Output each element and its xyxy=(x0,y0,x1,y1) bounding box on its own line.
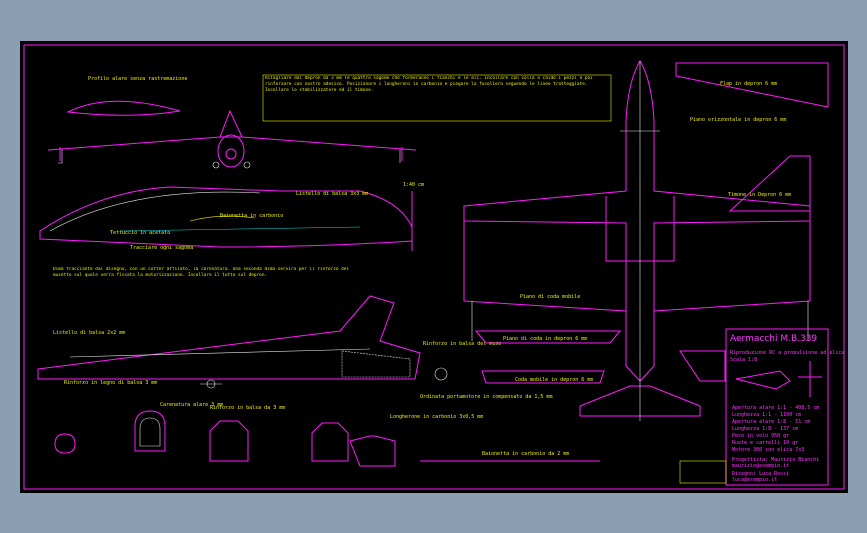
revision-table xyxy=(679,460,727,484)
credit-1: maurizio@esempio.it xyxy=(732,463,789,469)
spec-6: Motore 380 con elica 7x3 xyxy=(732,447,804,453)
wing-pieces: Piano di coda in depron 6 mm Coda mobile… xyxy=(474,330,622,384)
profile-side-view: Rinforzo in legno di balsa 3 mm Listello… xyxy=(37,295,552,420)
credit-0: Progettista: Maurizio Bianchi xyxy=(732,457,819,463)
caption-9: Listello di balsa 2x2 mm xyxy=(53,330,125,336)
top-view: Piano di coda mobile xyxy=(463,60,811,421)
spec-2: Apertura alare 1:8 - 51 cm xyxy=(732,419,810,425)
spec-0: Apertura alare 1:1 - 408,5 cm xyxy=(732,405,819,411)
credit-2: Disegno: Luca Rossi xyxy=(732,471,789,477)
sheet-border xyxy=(23,44,845,490)
caption-14: Piano di coda mobile xyxy=(520,294,580,300)
bottom-note-text: Dima tracciante dal disegno, con un cutt… xyxy=(53,267,350,278)
main-note-text: Ritagliare dal depron da 3 mm le quattro… xyxy=(265,76,593,93)
insert-label: Baionetta in carbonio xyxy=(220,213,283,219)
cad-drawing-sheet: Profilo alare senza rastremazione Ritagl… xyxy=(20,41,848,493)
spec-3: Lunghezza 1:8 - 137 cm xyxy=(732,426,798,432)
caption-12: Rinforzo in balsa da 3 mm xyxy=(210,405,285,411)
caption-10: Longherone in carbonio 3x0,5 mm xyxy=(390,414,483,420)
angle-label: 1:40 cm xyxy=(403,182,424,188)
spec-4: Peso in volo 950 gr xyxy=(732,433,789,439)
caption-4: Piano orizzontale in depron 6 mm xyxy=(690,117,786,123)
main-note-box xyxy=(262,74,612,122)
spec-5: Ruote e carrelli 10 gr xyxy=(732,440,798,446)
caption-13: Baionetta in carbonio da 2 mm xyxy=(482,451,569,457)
caption-11: Carenatura alare 3 mm xyxy=(160,402,223,408)
title-subtitle-2: Scala 1:8 xyxy=(730,357,757,363)
title-name: Aermacchi M.B.339 xyxy=(730,334,817,344)
caption-6: Coda mobile in depron 6 mm xyxy=(515,377,593,383)
wing-rib-profile xyxy=(66,100,181,116)
credit-list: Progettista: Maurizio Bianchi maurizio@e… xyxy=(732,457,819,483)
cockpit-label: Tettuccio in acetato xyxy=(110,230,170,236)
title-frame xyxy=(725,328,829,486)
side-view-fuselage: Listello di balsa 3x3 mm Baionetta in ca… xyxy=(39,182,424,251)
caption-1: Timone in Depron 6 mm xyxy=(728,192,791,198)
stations-label: Tracciare ogni sagoma xyxy=(130,245,193,251)
caption-7: Rinforzo in balsa del muso xyxy=(423,341,501,347)
rib-label: Profilo alare senza rastremazione xyxy=(88,76,187,82)
caption-3: Flap in depron 6 mm xyxy=(720,81,777,87)
spec-list: Apertura alare 1:1 - 408,5 cm Lunghezza … xyxy=(732,405,819,453)
front-view xyxy=(47,109,417,169)
section-views: Baionetta in carbonio da 2 mm xyxy=(54,410,600,467)
caption-5: Rinforzo in legno di balsa 3 mm xyxy=(64,380,157,386)
right-flap-parts: Flap in depron 6 mm Piano orizzontale in… xyxy=(675,62,829,382)
cad-drawing: Profilo alare senza rastremazione Ritagl… xyxy=(23,44,845,490)
title-block: Aermacchi M.B.339 Riproduzione RC a prop… xyxy=(679,328,844,486)
caption-8: Ordinata portamotore in compensato da 1,… xyxy=(420,394,552,400)
balsa-label: Listello di balsa 3x3 mm xyxy=(296,191,368,197)
credit-3: luca@esempio.it xyxy=(732,477,777,483)
spec-1: Lunghezza 1:1 - 1100 cm xyxy=(732,412,801,418)
caption-2: Piano di coda in depron 6 mm xyxy=(503,336,587,342)
title-subtitle-1: Riproduzione RC a propulsione ad elica xyxy=(730,350,844,356)
